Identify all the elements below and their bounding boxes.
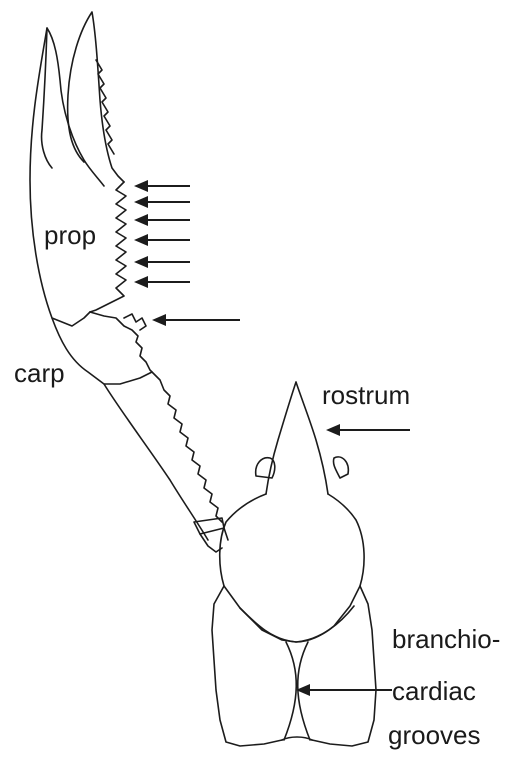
prop-arrow-5 bbox=[134, 256, 190, 268]
label-rostrum: rostrum bbox=[322, 380, 410, 410]
chela-fixed-finger-outline bbox=[30, 28, 104, 326]
annotation-arrows bbox=[134, 180, 410, 696]
carapace-left-side bbox=[212, 586, 282, 746]
carapace-right-side bbox=[312, 586, 376, 746]
carpus-arrow bbox=[152, 314, 240, 326]
rostrum-outline bbox=[266, 382, 328, 494]
carapace bbox=[212, 382, 376, 746]
carapace-posterior-edge bbox=[282, 737, 312, 740]
label-carp: carp bbox=[14, 358, 65, 388]
prop-arrow-3 bbox=[134, 214, 190, 226]
carpus-outline bbox=[52, 312, 152, 384]
merus-upper-edge bbox=[104, 384, 208, 540]
rostrum-arrow bbox=[326, 424, 410, 436]
branchiocardiac-groove-left bbox=[284, 642, 296, 740]
grooves-arrow bbox=[296, 684, 392, 696]
chela-claw bbox=[30, 12, 152, 384]
label-grooves-line2: cardiac bbox=[392, 676, 476, 706]
ischium bbox=[200, 528, 228, 552]
merus-lower-edge-serrated bbox=[152, 372, 222, 522]
prop-arrow-4 bbox=[134, 234, 190, 246]
chela-dactyl bbox=[68, 12, 124, 182]
cheliped-merus bbox=[104, 372, 228, 552]
prop-arrow-2 bbox=[134, 196, 190, 208]
label-grooves-line3: grooves bbox=[388, 720, 481, 750]
right-eye bbox=[333, 457, 348, 478]
prop-arrow-6 bbox=[134, 276, 190, 288]
cervical-groove bbox=[240, 606, 354, 642]
label-prop: prop bbox=[44, 220, 96, 250]
label-grooves-line1: branchio- bbox=[392, 624, 500, 654]
prop-arrow-1 bbox=[134, 180, 190, 192]
